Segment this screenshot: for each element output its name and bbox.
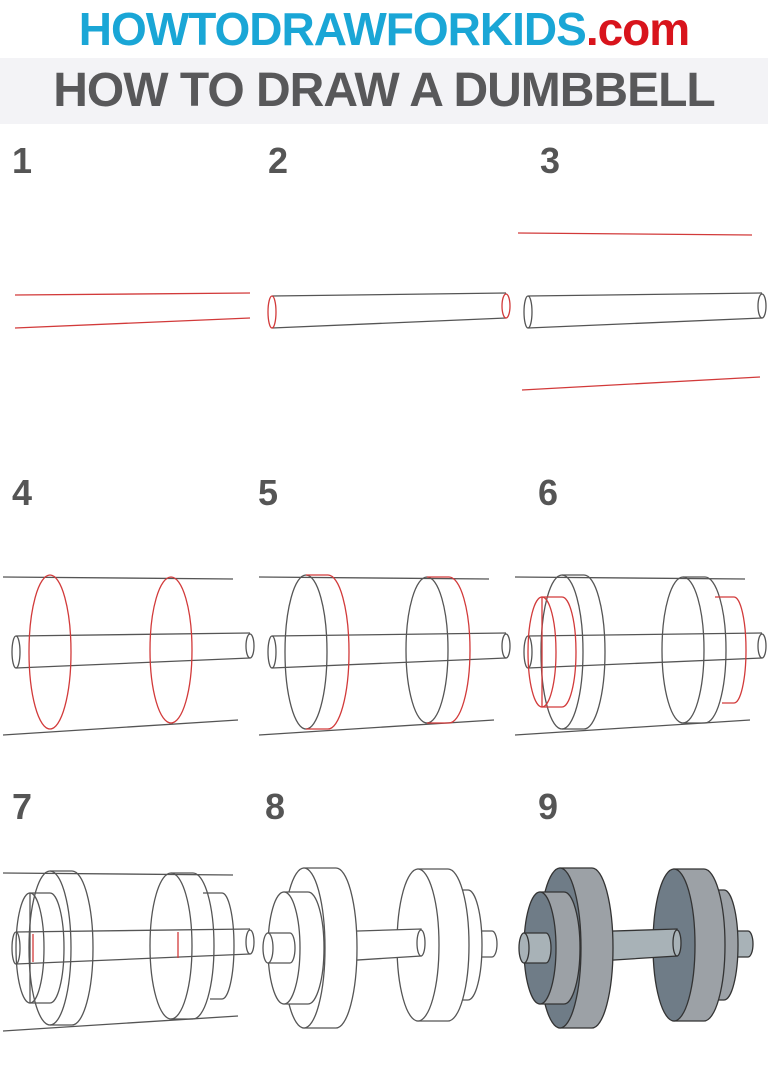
page-title: HOW TO DRAW A DUMBBELL — [53, 64, 715, 117]
bar-edge — [15, 632, 251, 637]
bar-end — [501, 633, 511, 659]
small-plate-right — [715, 596, 747, 704]
site-logo: HOWTODRAWFORKIDS.com — [78, 3, 690, 55]
small-plate-face — [15, 892, 45, 1004]
bar-edge — [271, 657, 507, 669]
plate-thickness — [171, 872, 215, 1020]
bar-end — [11, 635, 21, 669]
bar-end — [267, 295, 277, 329]
end-cap-left-face — [262, 932, 274, 964]
bar-edge — [271, 632, 507, 637]
guide-line — [521, 376, 761, 391]
small-plate-face — [527, 596, 557, 708]
guide-line — [514, 576, 746, 580]
plate-face — [149, 872, 193, 1020]
bar-end — [245, 633, 255, 659]
plate-face — [540, 574, 584, 730]
bar-edge — [271, 317, 507, 329]
guide-line — [517, 232, 753, 236]
handle-bar-end — [672, 929, 682, 957]
plate-thickness — [427, 576, 471, 724]
guide-line — [2, 872, 234, 876]
bar-end — [757, 293, 767, 319]
bar-edge — [15, 657, 251, 669]
step-number: 5 — [258, 472, 279, 513]
step-5-drawing — [258, 574, 511, 736]
step-number: 4 — [12, 472, 33, 513]
bar-end — [523, 295, 533, 329]
bar-edge — [527, 657, 763, 669]
step-4-drawing — [2, 574, 255, 736]
step-number: 7 — [12, 786, 33, 827]
plate-face — [405, 576, 449, 724]
step-7-drawing — [2, 870, 255, 1032]
step-3-drawing — [517, 232, 767, 391]
plate-thickness — [683, 576, 727, 724]
bar-end — [501, 293, 511, 319]
plate-face — [28, 870, 72, 1026]
step-number: 1 — [12, 140, 33, 181]
guide-line — [2, 1015, 239, 1032]
step-8-drawing — [262, 867, 498, 1029]
step-number: 6 — [538, 472, 559, 513]
guide-line — [258, 719, 495, 736]
bar-edge — [15, 928, 251, 933]
bar-edge — [15, 953, 251, 965]
bar-edge — [527, 632, 763, 637]
guide-line — [2, 719, 239, 736]
step-number: 2 — [268, 140, 289, 181]
bar-end — [245, 929, 255, 955]
plate-thickness — [50, 870, 94, 1026]
end-cap-left-face — [518, 932, 530, 964]
step-9-drawing — [518, 867, 754, 1029]
step-number: 3 — [540, 140, 561, 181]
title-bar: HOW TO DRAW A DUMBBELL — [0, 58, 768, 124]
bar-edge — [527, 292, 763, 297]
plate-face — [149, 576, 193, 724]
step-1-drawing — [14, 292, 251, 329]
step-2-drawing — [267, 292, 511, 329]
guide-line — [258, 576, 490, 580]
small-plate-side — [541, 596, 577, 708]
plate-face — [284, 574, 328, 730]
small-plate-right — [203, 892, 235, 1000]
guide-line — [514, 719, 751, 736]
guide-line — [14, 292, 251, 296]
step-6-drawing — [514, 574, 767, 736]
plate-thickness — [562, 574, 606, 730]
bar-edge — [271, 292, 507, 297]
plate-thickness — [306, 574, 350, 730]
end-cap-left-side — [267, 932, 296, 964]
step-number: 9 — [538, 786, 559, 827]
guide-line — [14, 317, 251, 329]
step-number: 8 — [265, 786, 286, 827]
bar-end — [267, 635, 277, 669]
end-cap-left-side — [523, 932, 552, 964]
small-plate-side — [29, 892, 65, 1004]
plate-face — [28, 574, 72, 730]
guide-line — [2, 576, 234, 580]
bar-end — [757, 633, 767, 659]
handle-bar-end — [416, 929, 426, 957]
bar-edge — [527, 317, 763, 329]
plate-face — [661, 576, 705, 724]
